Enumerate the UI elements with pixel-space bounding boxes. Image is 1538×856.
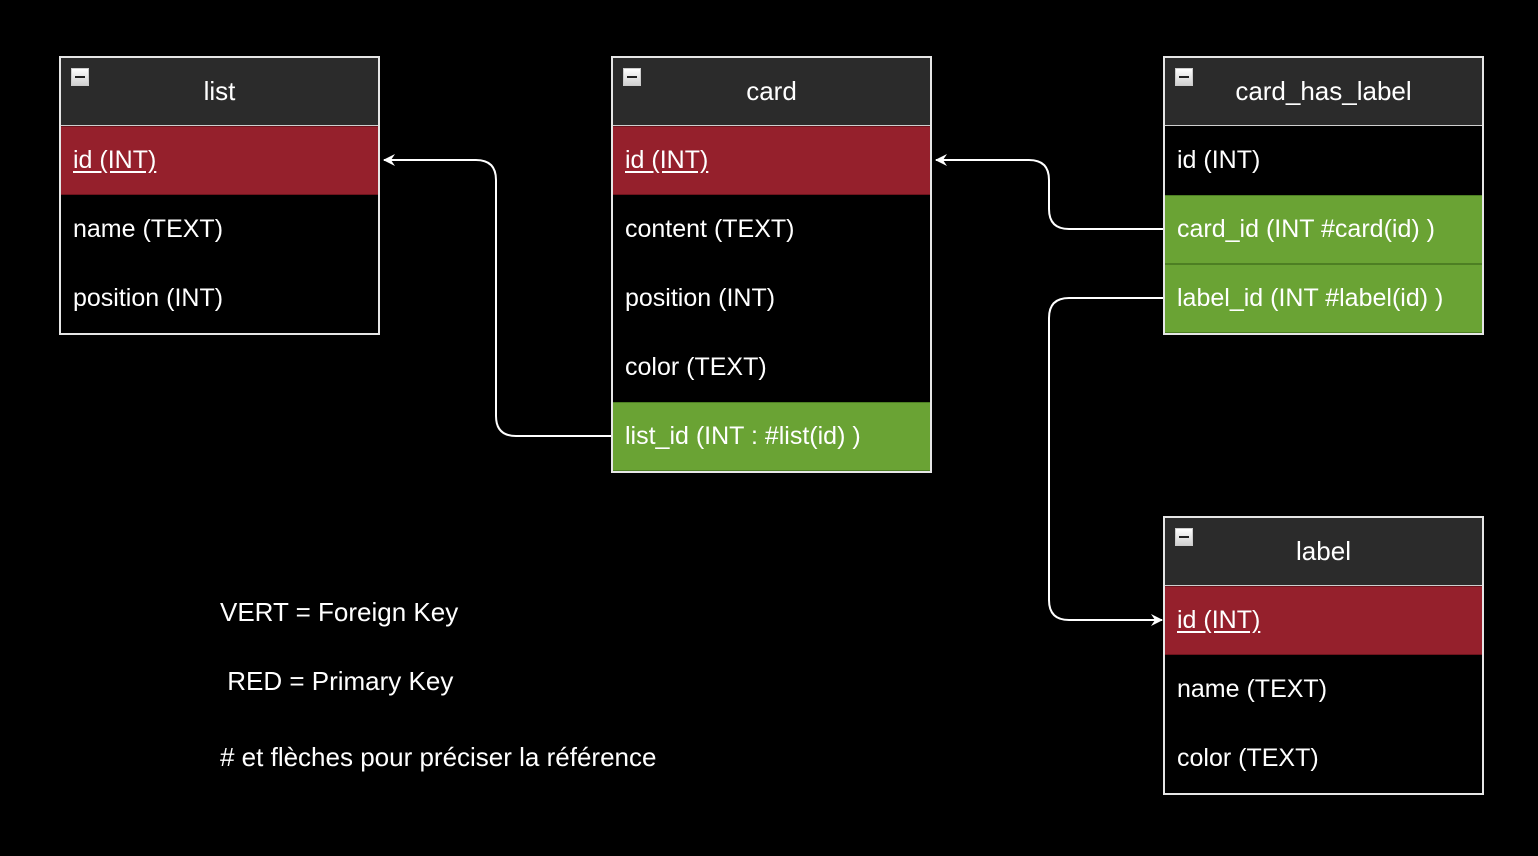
entity-card-has-label[interactable]: card_has_label id (INT) card_id (INT #ca… (1163, 56, 1484, 335)
field-label: card_id (INT #card(id) ) (1177, 215, 1435, 243)
entity-card[interactable]: card id (INT) content (TEXT) position (I… (611, 56, 932, 473)
connector-card-has-label-card-id-to-card-id (935, 154, 1164, 230)
legend-primary-key: RED = Primary Key (220, 666, 454, 696)
entity-card-header[interactable]: card (613, 58, 930, 126)
field-label: color (TEXT) (1177, 744, 1319, 772)
field-label: id (INT) (73, 146, 157, 174)
field-row-foreign-key[interactable]: list_id (INT : #list(id) ) (613, 402, 930, 471)
field-row[interactable]: position (INT) (61, 264, 378, 333)
entity-label[interactable]: label id (INT) name (TEXT) color (TEXT) (1163, 516, 1484, 795)
entity-title: label (1296, 536, 1351, 566)
field-label: id (INT) (625, 146, 709, 174)
collapse-icon[interactable] (623, 68, 641, 86)
field-row-foreign-key[interactable]: label_id (INT #label(id) ) (1165, 264, 1482, 333)
entity-title: list (203, 76, 236, 106)
field-label: id (INT) (1177, 606, 1261, 634)
entity-label-header[interactable]: label (1165, 518, 1482, 586)
field-label: color (TEXT) (625, 353, 767, 381)
collapse-icon[interactable] (71, 68, 89, 86)
field-row[interactable]: color (TEXT) (1165, 724, 1482, 793)
connector-card-list-id-to-list-id (383, 154, 612, 437)
field-label: content (TEXT) (625, 215, 795, 243)
field-row-primary-key[interactable]: id (INT) (1165, 586, 1482, 655)
entity-card-has-label-header[interactable]: card_has_label (1165, 58, 1482, 126)
field-row[interactable]: position (INT) (613, 264, 930, 333)
entity-list-header[interactable]: list (61, 58, 378, 126)
field-row[interactable]: id (INT) (1165, 126, 1482, 195)
field-row[interactable]: name (TEXT) (1165, 655, 1482, 724)
field-row-primary-key[interactable]: id (INT) (613, 126, 930, 195)
field-label: position (INT) (73, 284, 224, 312)
entity-title: card (746, 76, 797, 106)
field-label: name (TEXT) (1177, 675, 1328, 703)
field-label: position (INT) (625, 284, 776, 312)
field-row[interactable]: content (TEXT) (613, 195, 930, 264)
connector-card-has-label-label-id-to-label-id (1048, 297, 1164, 626)
field-row-primary-key[interactable]: id (INT) (61, 126, 378, 195)
field-row-foreign-key[interactable]: card_id (INT #card(id) ) (1165, 195, 1482, 264)
field-label: list_id (INT : #list(id) ) (625, 422, 861, 450)
legend-reference-note: # et flèches pour préciser la référence (220, 742, 657, 772)
field-label: label_id (INT #label(id) ) (1177, 284, 1444, 312)
entity-title: card_has_label (1235, 76, 1412, 106)
field-row[interactable]: name (TEXT) (61, 195, 378, 264)
entity-list[interactable]: list id (INT) name (TEXT) position (INT) (59, 56, 380, 335)
field-label: id (INT) (1177, 146, 1261, 174)
collapse-icon[interactable] (1175, 68, 1193, 86)
legend-foreign-key: VERT = Foreign Key (220, 597, 459, 627)
field-row[interactable]: color (TEXT) (613, 333, 930, 402)
collapse-icon[interactable] (1175, 528, 1193, 546)
field-label: name (TEXT) (73, 215, 224, 243)
